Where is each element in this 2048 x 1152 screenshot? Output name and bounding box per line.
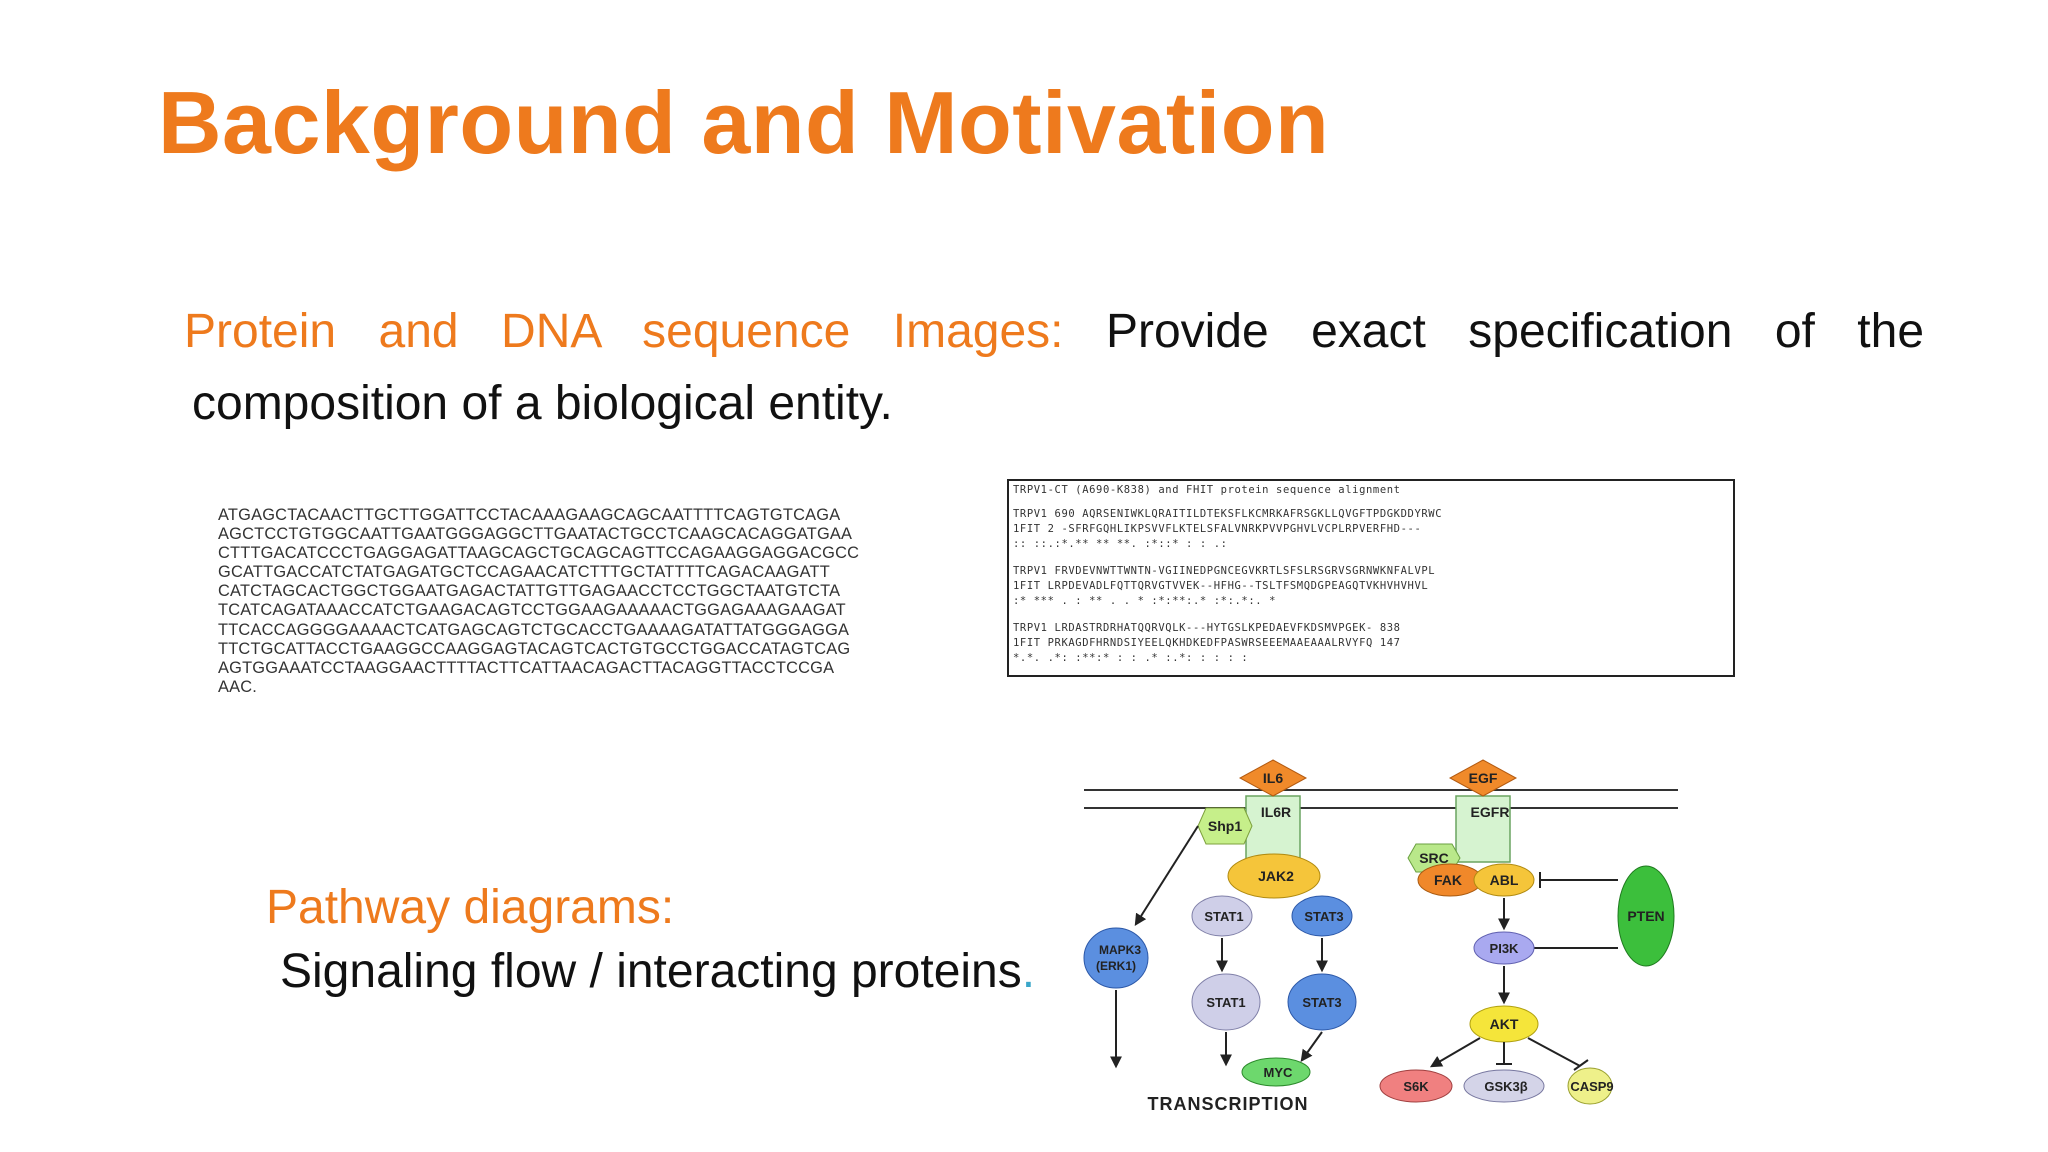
shp1-mapk3-arrow: [1134, 825, 1199, 927]
egf-label: EGF: [1469, 770, 1498, 786]
alignment-row: 1FIT 2 -SFRFGQHLIKPSVVFLKTELSFALVNRKPVVP…: [1013, 523, 1422, 535]
s6k-node: [1379, 1069, 1453, 1103]
stat3-node-top: [1291, 895, 1353, 937]
dna-sequence-line: AGCTCCTGTGGCAATTGAATGGGAGGCTTGAATACTGCCT…: [218, 525, 853, 544]
stat3-label-bottom: STAT3: [1302, 995, 1341, 1010]
pathway-description-dot: .: [1021, 945, 1036, 998]
sequence-images-paragraph: Protein and DNA sequence Images: Provide…: [184, 296, 1924, 440]
s6k-label: S6K: [1403, 1079, 1429, 1094]
pathway-description-text: Signaling flow / interacting proteins: [280, 945, 1022, 998]
stat1-node-top: [1191, 895, 1253, 937]
dna-sequence-line: ATGAGCTACAACTTGCTTGGATTCCTACAAAGAAGCAGCA…: [218, 506, 841, 524]
alignment-row: TRPV1 690 AQRSENIWKLQRAITILDTEKSFLKCMRKA…: [1013, 508, 1443, 520]
dna-sequence-line: CATCTAGCACTGGCTGGAATGAGACTATTGTTGAGAACCT…: [218, 582, 841, 601]
erk1-label: (ERK1): [1096, 959, 1136, 973]
protein-alignment-image: TRPV1-CT (A690-K838) and FHIT protein se…: [1007, 479, 1735, 677]
dna-sequence-line: GCATTGACCATCTATGAGATGCTCCAGAACATCTTTGCTA…: [218, 563, 830, 582]
egfr-receptor: [1455, 795, 1511, 863]
abl-node: [1473, 863, 1535, 897]
egf-ligand: [1448, 759, 1518, 797]
akt-casp9-inhibit-bar: [1573, 1059, 1589, 1071]
shp1-label: Shp1: [1208, 818, 1242, 834]
casp9-label: CASP9: [1570, 1079, 1613, 1094]
mapk3-label: MAPK3: [1099, 943, 1141, 957]
abl-label: ABL: [1490, 872, 1519, 888]
akt-s6k-arrow: [1429, 1037, 1481, 1068]
src-label: SRC: [1419, 850, 1449, 866]
stat3-label-top: STAT3: [1304, 909, 1343, 924]
stat1-label-top: STAT1: [1204, 909, 1243, 924]
akt-casp9-inhibit: [1527, 1037, 1581, 1067]
casp9-node: [1567, 1067, 1613, 1105]
pi3k-node: [1473, 931, 1535, 965]
dna-sequence-image: ATGAGCTACAACTTGCTTGGATTCCTACAAAGAAGCAGCA…: [218, 506, 938, 697]
alignment-row: 1FIT PRKAGDFHRNDSIYEELQKHDKEDFPASWRSEEEM…: [1013, 637, 1401, 649]
transcription-label: TRANSCRIPTION: [1148, 1094, 1309, 1114]
dna-sequence-line: TTCTGCATTACCTGAAGGCCAAGGAGTACAGTCACTGTGC…: [218, 639, 851, 658]
alignment-row: :* *** . : ** . . * :*:**:.* :*:.*:. *: [1013, 595, 1277, 607]
pi3k-label: PI3K: [1490, 941, 1520, 956]
alignment-title: TRPV1-CT (A690-K838) and FHIT protein se…: [1013, 484, 1401, 496]
dna-sequence-line: AGTGGAAATCCTAAGGAACTTTTACTTCATTAACAGACTT…: [218, 658, 835, 677]
dna-sequence-line: AAC.: [218, 677, 258, 696]
paragraph-line-1: Protein and DNA sequence Images: Provide…: [184, 296, 1924, 368]
pathway-description: Signaling flow / interacting proteins.: [280, 944, 1035, 999]
pathway-diagram: IL6 IL6R Shp1 JAK2 EGF EGFR SRC FAK ABL …: [1083, 759, 1678, 1114]
jak2-node: [1227, 853, 1321, 899]
il6-label: IL6: [1263, 770, 1283, 786]
sequence-images-text-2: composition of a biological entity.: [192, 377, 893, 430]
egfr-label: EGFR: [1471, 804, 1510, 820]
alignment-row: :: ::.:*.** ** **. :*::* : : .:: [1013, 538, 1228, 550]
sequence-images-heading: Protein and DNA sequence Images:: [184, 305, 1064, 358]
dna-sequence-line: CTTTGACATCCCTGAGGAGATTAAGCAGCTGCAGCAGTTC…: [218, 544, 860, 563]
myc-label: MYC: [1264, 1065, 1294, 1080]
stat1-label-bottom: STAT1: [1206, 995, 1245, 1010]
il6-ligand: [1238, 759, 1308, 797]
fak-label: FAK: [1434, 872, 1462, 888]
pten-label: PTEN: [1627, 908, 1664, 924]
alignment-row: TRPV1 FRVDEVNWTTWNTN-VGIINEDPGNCEGVKRTLS…: [1013, 565, 1436, 577]
akt-label: AKT: [1490, 1016, 1519, 1032]
stat1-node-bottom: [1191, 973, 1261, 1031]
gsk3b-node: [1463, 1069, 1545, 1103]
il6r-label: IL6R: [1261, 804, 1291, 820]
jak2-label: JAK2: [1258, 868, 1294, 884]
pten-node: [1617, 865, 1675, 967]
alignment-row: *.*. .*: :**:* : : .* :.*: : : : :: [1013, 652, 1249, 664]
alignment-row: TRPV1 LRDASTRDRHATQQRVQLK---HYTGSLKPEDAE…: [1013, 622, 1401, 634]
gsk3b-label: GSK3β: [1484, 1079, 1527, 1094]
myc-node: [1241, 1057, 1311, 1087]
sequence-images-text-1: Provide exact specification of the: [1105, 305, 1925, 358]
slide-title: Background and Motivation: [158, 73, 1330, 172]
alignment-row: 1FIT LRPDEVADLFQTTQRVGTVVEK--HFHG--TSLTF…: [1013, 580, 1429, 592]
pathway-heading: Pathway diagrams:: [266, 881, 675, 934]
mapk3-node: [1083, 927, 1149, 989]
stat3-node-bottom: [1287, 973, 1357, 1031]
dna-sequence-line: TTCACCAGGGGAAAACTCATGAGCAGTCTGCACCTGAAAA…: [218, 620, 850, 639]
stat3-myc-arrow: [1300, 1031, 1323, 1062]
dna-sequence-line: TCATCAGATAAACCATCTGAAGACAGTCCTGGAAGAAAAA…: [218, 601, 846, 620]
